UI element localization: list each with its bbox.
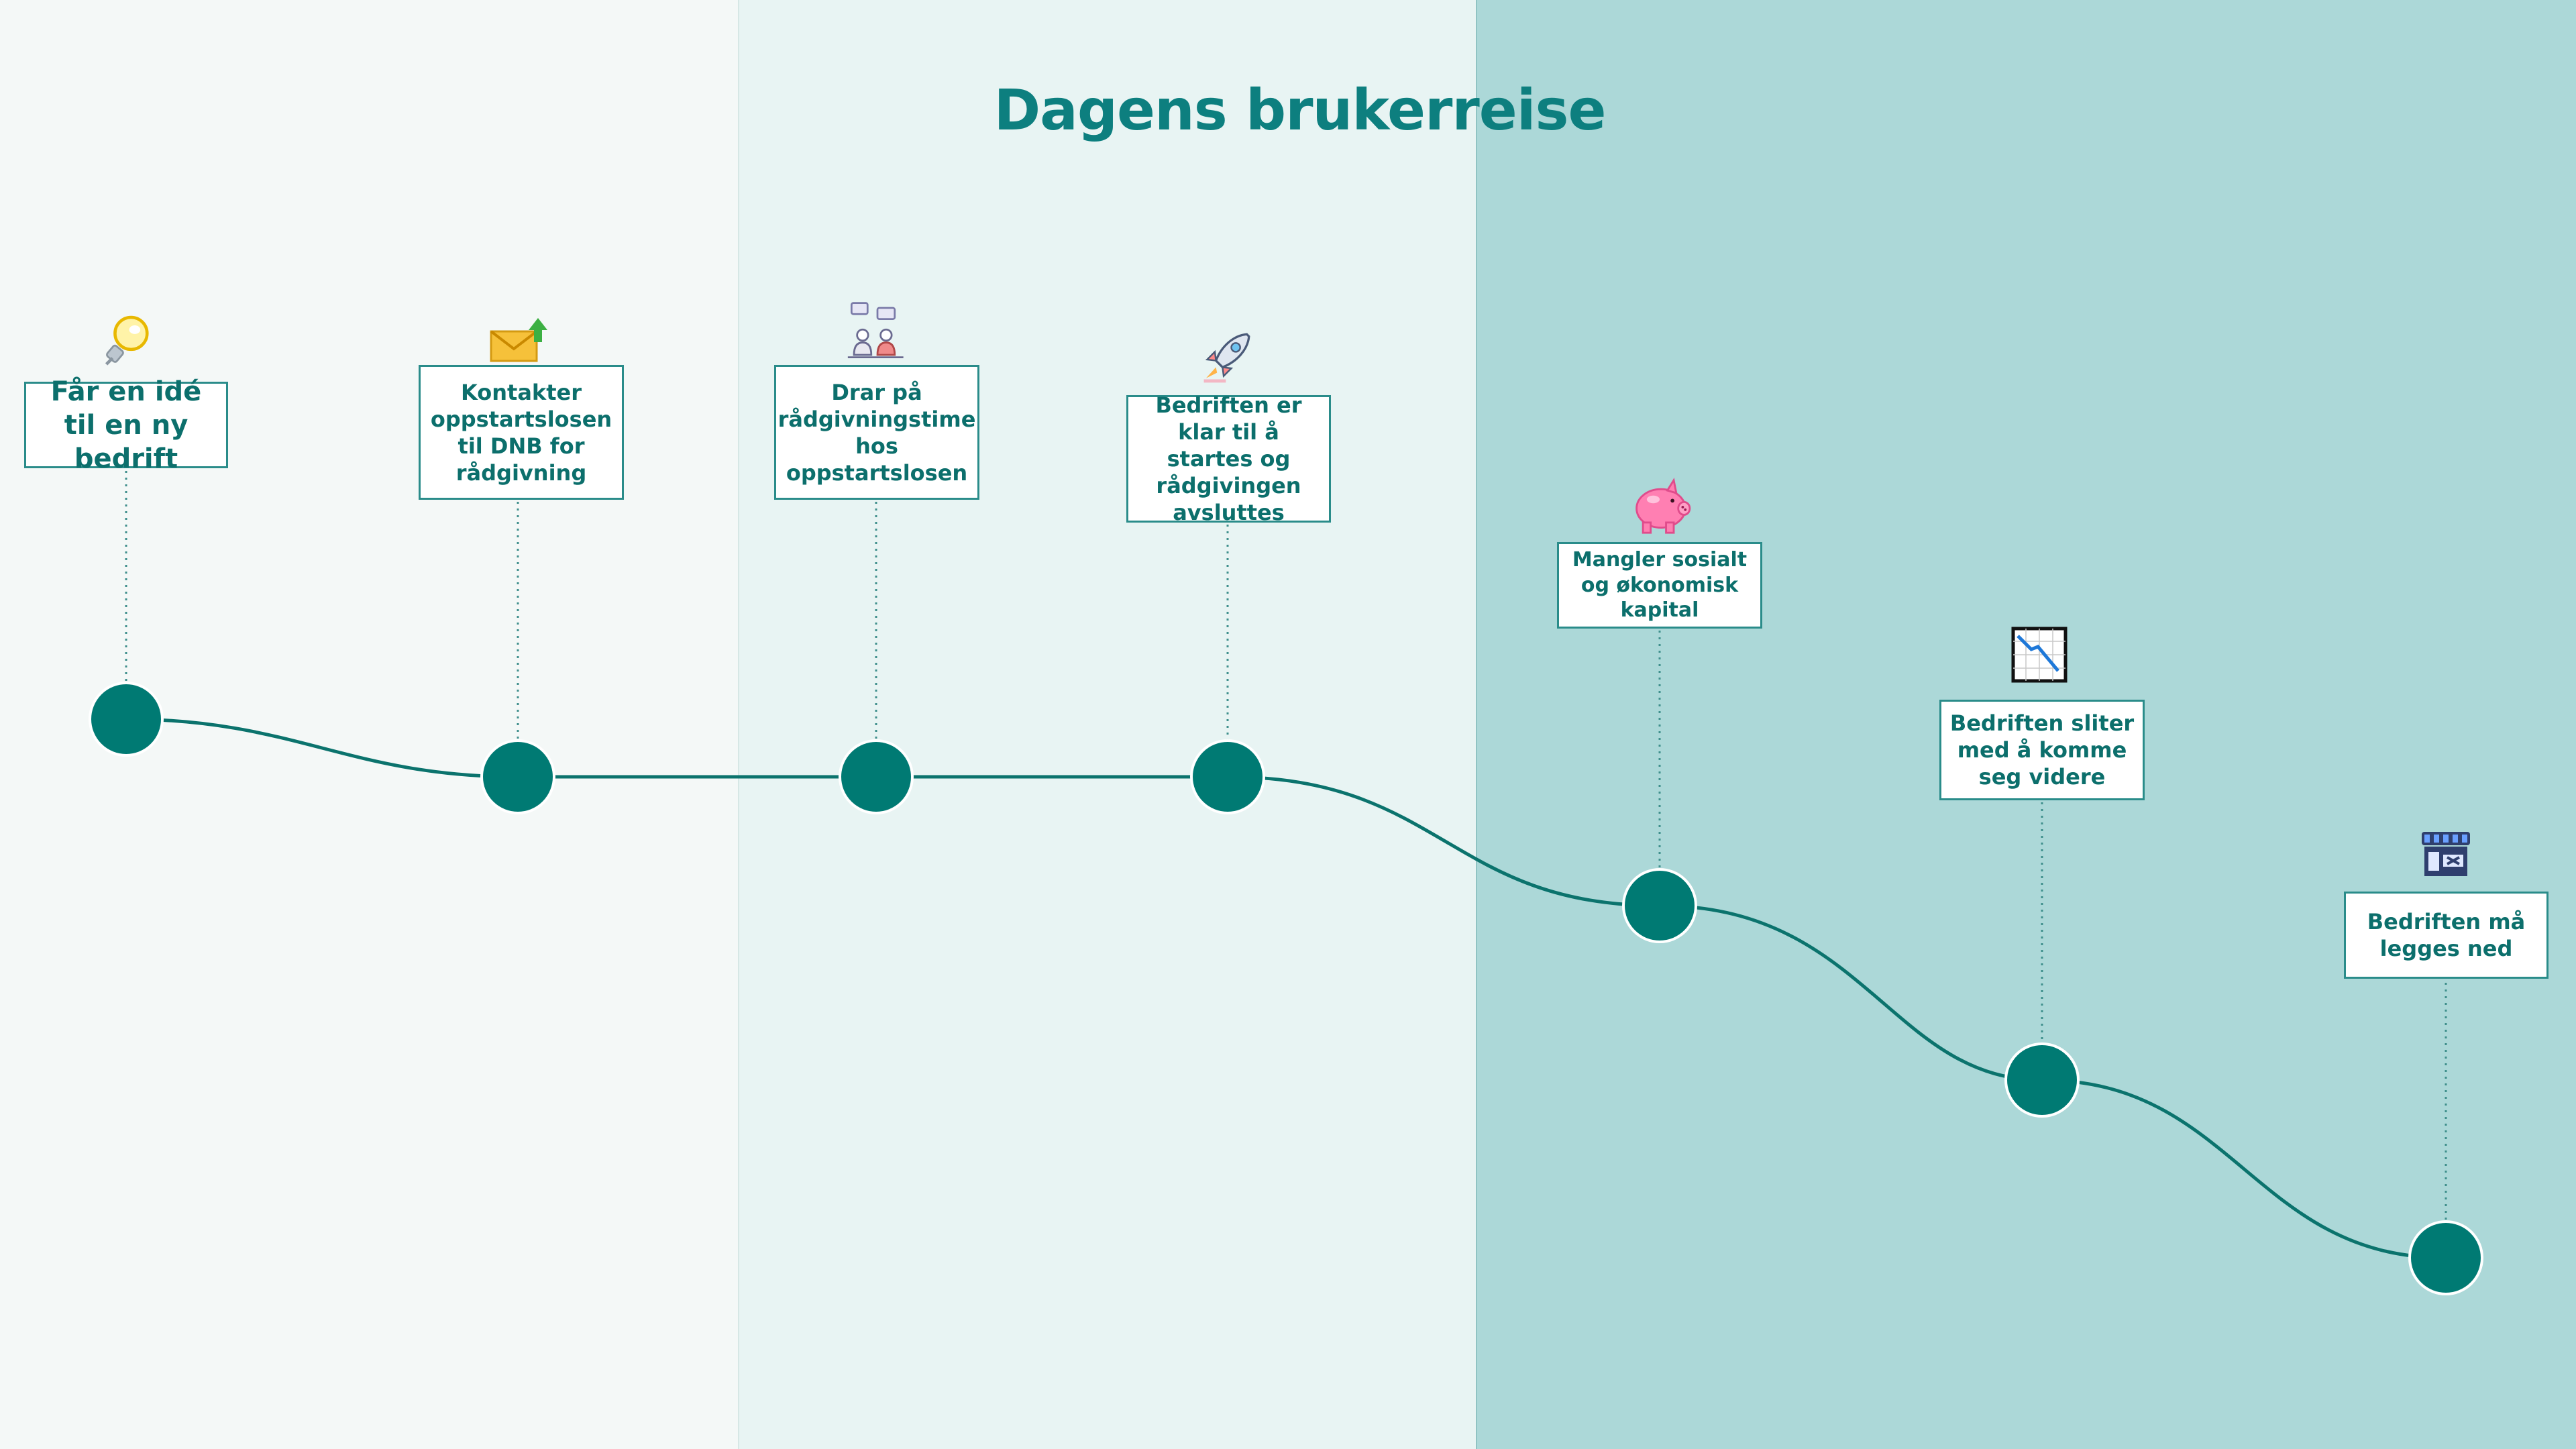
step-label-1: Får en idé til en ny bedrift (50, 376, 202, 474)
people-chat-icon (847, 302, 904, 359)
milestone-node-5 (1622, 868, 1697, 943)
step-label-6: Bedriften sliter med å komme seg videre (1949, 710, 2135, 790)
lightbulb-icon (105, 315, 149, 366)
step-label-5: Mangler sosialt og økonomisk kapital (1572, 548, 1748, 623)
phase-band-2 (738, 0, 1476, 1449)
envelope-upload-icon (490, 318, 547, 362)
rocket-icon (1203, 333, 1250, 383)
step-label-4: Bedriften er klar til å startes og rådgi… (1155, 392, 1302, 525)
declining-chart-icon (2011, 627, 2068, 683)
milestone-node-4 (1190, 739, 1265, 814)
step-box-5: Mangler sosialt og økonomisk kapital (1557, 542, 1762, 629)
piggy-bank-icon (1635, 478, 1691, 534)
step-box-2: Kontakter oppstartslosen til DNB for råd… (419, 365, 624, 500)
step-label-7: Bedriften må legges ned (2367, 909, 2526, 961)
step-box-3: Drar på rådgivningstime hos oppstartslos… (774, 365, 979, 500)
closed-shop-icon (2422, 832, 2470, 876)
milestone-node-2 (480, 739, 555, 814)
milestone-node-1 (89, 682, 164, 757)
page-title: Dagens brukerreise (994, 77, 1606, 143)
step-box-7: Bedriften må legges ned (2344, 892, 2548, 979)
step-box-4: Bedriften er klar til å startes og rådgi… (1126, 392, 1331, 525)
milestone-node-6 (2004, 1042, 2080, 1118)
milestone-node-7 (2408, 1220, 2483, 1295)
step-label-2: Kontakter oppstartslosen til DNB for råd… (430, 379, 612, 486)
milestone-node-3 (839, 739, 914, 814)
step-label-3: Drar på rådgivningstime hos oppstartslos… (777, 379, 976, 486)
step-box-1: Får en idé til en ny bedrift (24, 376, 228, 474)
step-box-6: Bedriften sliter med å komme seg videre (1939, 700, 2145, 800)
